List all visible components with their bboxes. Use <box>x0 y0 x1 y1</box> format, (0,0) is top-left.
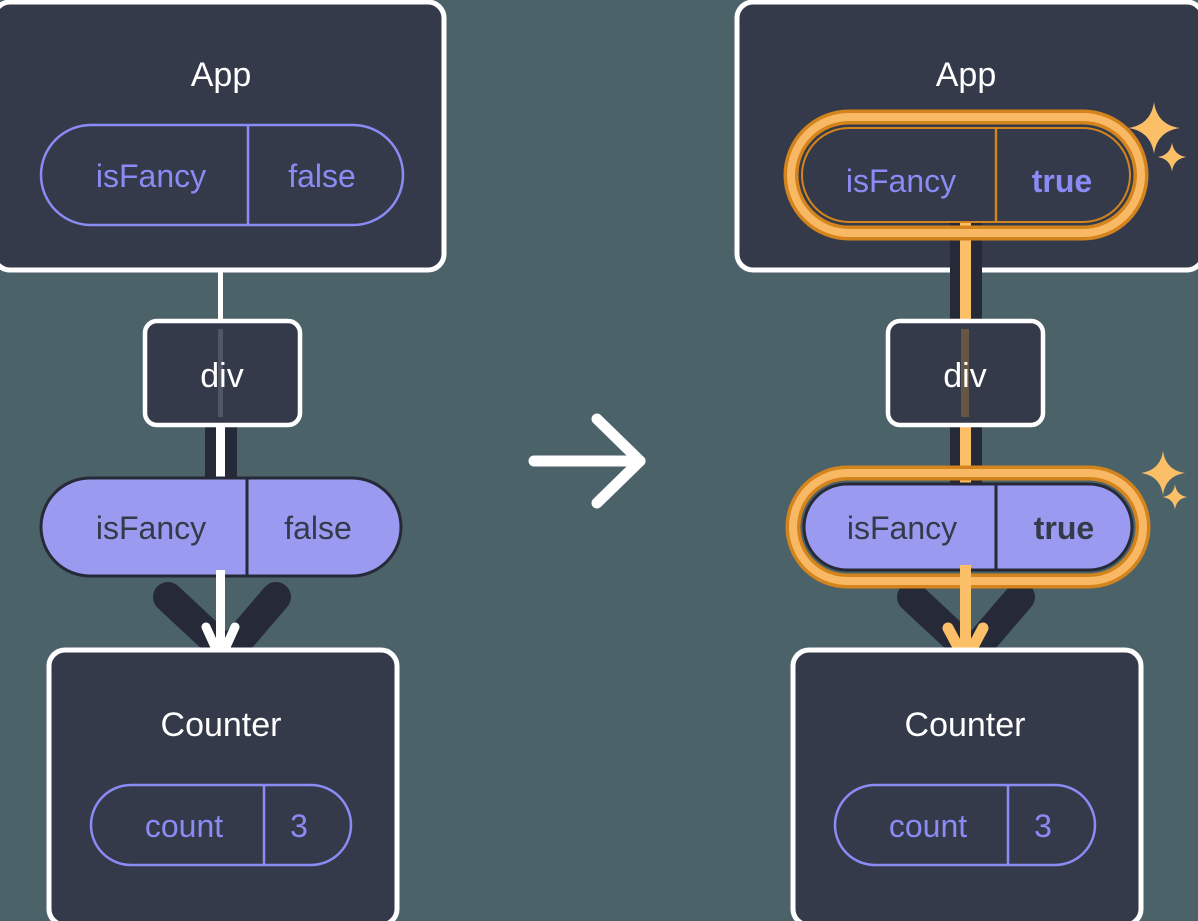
div-box-inner-edge <box>218 329 223 417</box>
prop-pill-value: false <box>284 510 352 546</box>
prop-pill-solid[interactable]: isFancy false <box>39 476 403 578</box>
sparkle-icon <box>1162 484 1188 510</box>
app-box-frame <box>0 0 447 273</box>
div-box-label: div <box>200 357 243 395</box>
counter-state-pill-shape <box>89 783 353 867</box>
app-prop-pill-highlight-inner <box>787 113 1145 237</box>
counter-state-pill-after-shape <box>833 783 1097 867</box>
app-prop-pill-after[interactable]: isFancy true <box>783 109 1149 241</box>
counter-state-after-value: 3 <box>1034 808 1052 844</box>
arrow-right-icon <box>528 413 646 509</box>
edge-app-to-div <box>218 266 223 324</box>
counter-state-pill-after[interactable]: count 3 <box>833 783 1097 867</box>
edge-div-to-pill-white <box>216 424 225 492</box>
edge-div-to-pill-orange-after <box>960 424 971 496</box>
sparkle-icon <box>1140 450 1186 496</box>
app-prop-after-value: true <box>1032 163 1092 199</box>
div-box[interactable]: div <box>142 318 303 428</box>
app-prop-after-name: isFancy <box>846 163 956 199</box>
counter-state-pill[interactable]: count 3 <box>89 783 353 867</box>
app-prop-value: false <box>288 158 356 194</box>
div-box-after[interactable]: div <box>885 318 1046 428</box>
app-prop-name: isFancy <box>96 158 206 194</box>
div-box-after-label: div <box>943 357 986 395</box>
counter-box-label: Counter <box>161 706 282 744</box>
app-box-after-label: App <box>936 56 997 94</box>
app-prop-pill-shape <box>39 123 405 227</box>
app-prop-pill-after-shape <box>801 127 1131 223</box>
sparkle-group-pill <box>1140 450 1188 510</box>
counter-state-after-name: count <box>889 808 967 844</box>
prop-pill-name: isFancy <box>96 510 206 546</box>
counter-state-value: 3 <box>290 808 308 844</box>
prop-pill-after-value: true <box>1034 510 1094 546</box>
panel-before: App isFancy false div <box>0 0 447 921</box>
arrow-down-white-icon <box>201 570 240 664</box>
div-box-after-inner-edge <box>961 329 969 417</box>
edge-app-to-div-orange-after <box>960 218 971 328</box>
counter-state-name: count <box>145 808 223 844</box>
app-prop-pill[interactable]: isFancy false <box>39 123 405 227</box>
app-box-label: App <box>191 56 252 94</box>
prop-pill-solid-after[interactable]: isFancy true <box>785 465 1151 589</box>
prop-pill-after-name: isFancy <box>847 510 957 546</box>
panel-after: App isFancy true <box>734 0 1198 921</box>
app-box[interactable]: App <box>0 0 447 273</box>
counter-box-after-label: Counter <box>905 706 1026 744</box>
